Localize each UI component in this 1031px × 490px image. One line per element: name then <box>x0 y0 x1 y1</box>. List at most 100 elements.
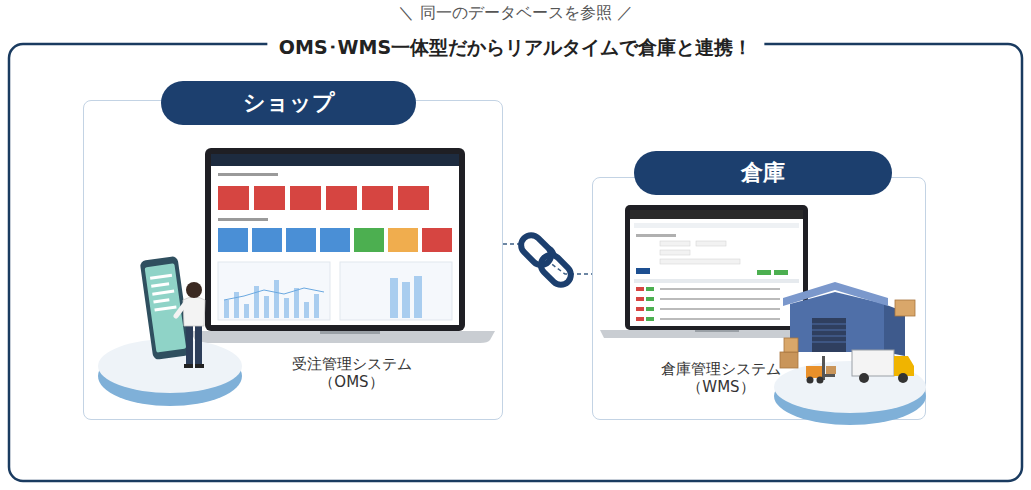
note-label: ＼ 同一のデータベースを参照 ／ <box>398 3 632 23</box>
wms-laptop <box>696 241 726 246</box>
wms-laptop <box>660 308 780 310</box>
warehouse-illustration <box>812 318 846 352</box>
shopper-illustration <box>153 298 169 303</box>
oms-laptop <box>254 186 285 210</box>
warehouse-illustration <box>807 377 814 384</box>
wms-laptop <box>646 287 654 321</box>
warehouse-illustration <box>784 338 798 352</box>
wms-laptop <box>757 270 771 275</box>
shopper-illustration <box>186 322 193 366</box>
oms-laptop <box>354 228 384 252</box>
wms-laptop <box>600 330 840 338</box>
warehouse-illustration <box>812 336 846 337</box>
group-heading: ショップ <box>161 81 416 125</box>
warehouse-illustration <box>825 374 835 377</box>
wms-laptop <box>630 210 803 219</box>
wms-laptop <box>695 330 739 332</box>
oms-laptop <box>286 228 316 252</box>
oms-laptop <box>190 331 495 343</box>
chain-icon <box>547 248 555 256</box>
shopper-illustration <box>183 297 205 326</box>
wms-laptop <box>660 259 740 264</box>
system-label: 倉庫管理システム （WMS） <box>641 360 801 396</box>
warehouse-illustration <box>783 282 888 306</box>
shopper-illustration <box>195 364 204 368</box>
oms-laptop <box>284 298 289 318</box>
wms-laptop <box>636 268 650 274</box>
warehouse-illustration <box>774 282 926 425</box>
oms-laptop <box>224 276 422 318</box>
oms-laptop <box>234 292 239 318</box>
wms-laptop <box>646 307 654 311</box>
oms-laptop <box>340 262 452 320</box>
group-heading: 倉庫 <box>634 151 892 195</box>
chain-icon <box>517 231 575 289</box>
wms-laptop <box>636 297 644 301</box>
shopper-illustration <box>154 305 176 311</box>
oms-laptop <box>294 288 299 318</box>
connector-group <box>503 244 592 274</box>
shopper-illustration <box>98 346 242 406</box>
system-box: 倉庫管理システム （WMS） <box>601 206 841 396</box>
chain-icon <box>517 231 555 269</box>
oms-laptop <box>390 278 398 318</box>
shopper-illustration <box>98 256 242 406</box>
shopper-illustration <box>176 304 185 316</box>
warehouse-illustration <box>812 342 846 343</box>
warehouse-illustration <box>898 373 908 383</box>
wms-laptop <box>634 279 799 283</box>
shopper-illustration <box>195 322 202 366</box>
oms-laptop <box>326 186 357 210</box>
outer-frame <box>9 44 1022 481</box>
shopper-illustration <box>150 274 172 280</box>
shopper-illustration <box>186 282 202 298</box>
shopper-illustration <box>152 290 174 296</box>
oms-laptop <box>314 294 319 318</box>
warehouse-illustration <box>859 373 869 383</box>
wms-laptop <box>600 205 840 338</box>
oms-laptop <box>218 228 248 252</box>
oms-laptop <box>274 280 279 318</box>
link-connector <box>503 244 592 274</box>
oms-laptop <box>218 218 268 221</box>
oms-laptop <box>414 276 422 318</box>
oms-laptop <box>264 296 269 318</box>
group-panel: 倉庫倉庫管理システム （WMS） <box>592 177 926 420</box>
oms-laptop <box>304 302 309 318</box>
oms-laptop <box>320 228 350 252</box>
wms-laptop <box>636 317 644 321</box>
system-box: 受注管理システム （OMS） <box>199 149 504 391</box>
warehouse-illustration <box>806 366 822 378</box>
wms-laptop <box>636 287 644 291</box>
oms-laptop <box>224 300 229 318</box>
oms-laptop <box>211 154 459 166</box>
oms-laptop <box>205 148 465 331</box>
shopper-illustration <box>140 256 192 360</box>
wms-laptop <box>774 270 788 275</box>
oms-laptop <box>244 304 249 318</box>
oms-laptop <box>252 228 282 252</box>
shopper-illustration <box>184 364 193 368</box>
shopper-illustration <box>140 256 192 360</box>
oms-laptop <box>190 148 495 343</box>
warehouse-illustration <box>812 324 846 342</box>
oms-laptop <box>218 173 278 176</box>
oms-laptop <box>388 228 418 252</box>
warehouse-illustration <box>817 377 824 384</box>
wms-laptop <box>634 223 799 228</box>
shopper-illustration <box>151 282 169 287</box>
oms-laptop <box>224 288 324 300</box>
wms-laptop <box>660 288 780 290</box>
oms-laptop <box>254 286 259 318</box>
warehouse-illustration <box>884 304 905 356</box>
oms-laptop <box>398 186 429 210</box>
warehouse-illustration <box>780 352 798 368</box>
wms-laptop <box>646 317 654 321</box>
wms-laptop <box>660 318 780 320</box>
wms-laptop <box>646 287 654 291</box>
